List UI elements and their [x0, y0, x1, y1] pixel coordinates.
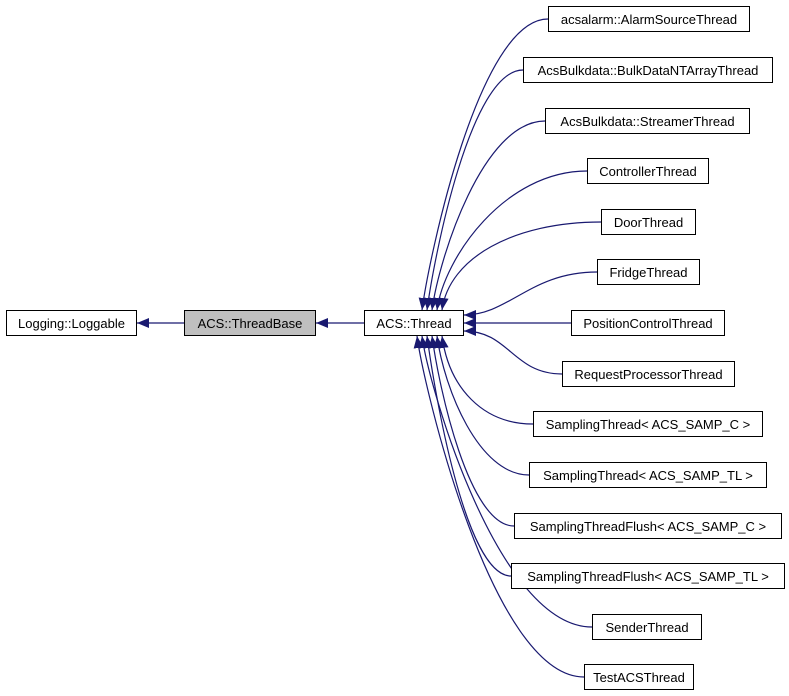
edge-sampc-to-thread [438, 335, 534, 425]
node-streamer[interactable]: AcsBulkdata::StreamerThread [545, 108, 750, 134]
edge-streamer-to-thread [428, 120, 546, 311]
edge-testacs-to-thread [413, 335, 585, 678]
node-controller[interactable]: ControllerThread [587, 158, 709, 184]
edge-alarmsource-to-thread [418, 18, 549, 311]
edge-door-to-thread [438, 221, 602, 311]
node-testacs[interactable]: TestACSThread [584, 664, 694, 690]
edge-requestprocessor-to-thread [463, 326, 563, 375]
node-sampflushc[interactable]: SamplingThreadFlush< ACS_SAMP_C > [514, 513, 782, 539]
edge-fridge-to-thread [463, 271, 598, 320]
node-positioncontrol[interactable]: PositionControlThread [571, 310, 725, 336]
edge-sender-to-thread [418, 335, 593, 628]
node-sampc[interactable]: SamplingThread< ACS_SAMP_C > [533, 411, 763, 437]
node-loggable[interactable]: Logging::Loggable [6, 310, 137, 336]
edge-bulkdatant-to-thread [423, 69, 524, 311]
node-alarmsource[interactable]: acsalarm::AlarmSourceThread [548, 6, 750, 32]
node-samptl[interactable]: SamplingThread< ACS_SAMP_TL > [529, 462, 767, 488]
node-door[interactable]: DoorThread [601, 209, 696, 235]
edge-sampflushc-to-thread [428, 335, 515, 527]
edge-samptl-to-thread [433, 335, 530, 476]
node-fridge[interactable]: FridgeThread [597, 259, 700, 285]
node-requestprocessor[interactable]: RequestProcessorThread [562, 361, 735, 387]
node-threadbase: ACS::ThreadBase [184, 310, 316, 336]
node-bulkdatant[interactable]: AcsBulkdata::BulkDataNTArrayThread [523, 57, 773, 83]
node-sampflushtl[interactable]: SamplingThreadFlush< ACS_SAMP_TL > [511, 563, 785, 589]
node-sender[interactable]: SenderThread [592, 614, 702, 640]
edge-controller-to-thread [433, 170, 588, 311]
node-thread[interactable]: ACS::Thread [364, 310, 464, 336]
edge-sampflushtl-to-thread [423, 335, 512, 577]
